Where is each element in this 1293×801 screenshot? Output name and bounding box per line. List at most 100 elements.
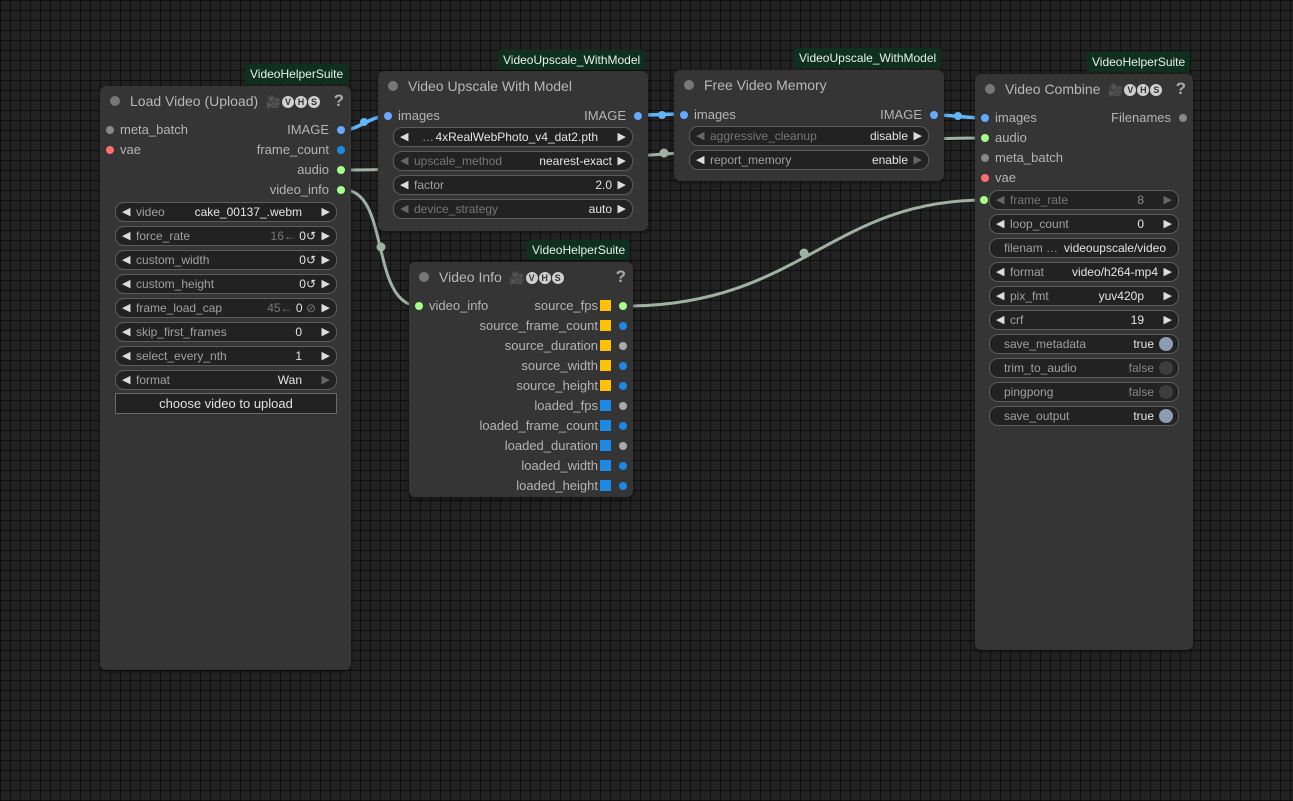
arrow-left-icon[interactable]: ◀ — [996, 314, 1005, 326]
slot-dot-icon[interactable] — [619, 462, 627, 470]
slot-dot-icon[interactable] — [619, 342, 627, 350]
slot-dot-icon[interactable] — [930, 111, 938, 119]
arrow-left-icon[interactable]: ◀ — [696, 154, 705, 166]
slot-dot-icon[interactable] — [619, 442, 627, 450]
reset-icon[interactable]: ↺ — [305, 229, 316, 243]
arrow-left-icon[interactable]: ◀ — [122, 326, 131, 338]
widget-loop-count[interactable]: ◀ loop_count 0 ▶ — [989, 214, 1179, 234]
widget-video[interactable]: ◀ video cake_00137_.webm ▶ — [115, 202, 337, 222]
node-title-bar[interactable]: Free Video Memory — [674, 70, 944, 100]
widget-skip-first-frames[interactable]: ◀ skip_first_frames 0 ▶ — [115, 322, 337, 342]
help-icon[interactable]: ? — [1175, 79, 1186, 98]
input-slot-vae[interactable]: vae frame_count — [100, 140, 351, 160]
arrow-left-icon[interactable]: ◀ — [400, 155, 409, 167]
arrow-right-icon[interactable]: ▶ — [617, 131, 626, 143]
collapse-dot-icon[interactable] — [684, 80, 694, 90]
arrow-left-icon[interactable]: ◀ — [400, 131, 409, 143]
slot-images[interactable]: images IMAGE — [378, 106, 648, 126]
slot-meta-batch[interactable]: meta_batch — [975, 148, 1193, 168]
reset-icon[interactable]: ↺ — [305, 277, 316, 291]
toggle-knob-off[interactable] — [1159, 385, 1173, 399]
slot-images[interactable]: images IMAGE — [674, 105, 944, 125]
slot-dot-icon[interactable] — [981, 134, 989, 142]
node-title-bar[interactable]: Video Upscale With Model — [378, 71, 648, 101]
toggle-pingpong[interactable]: pingpong false — [989, 382, 1179, 402]
slot-loaded-frame-count[interactable]: loaded_frame_count — [409, 416, 633, 436]
toggle-save-output[interactable]: save_output true — [989, 406, 1179, 426]
arrow-left-icon[interactable]: ◀ — [122, 350, 131, 362]
arrow-right-icon[interactable]: ▶ — [1163, 218, 1172, 230]
slot-dot-icon[interactable] — [981, 174, 989, 182]
slot-loaded-fps[interactable]: loaded_fps — [409, 396, 633, 416]
output-slot-video-info[interactable]: video_info — [100, 180, 351, 200]
collapse-dot-icon[interactable] — [419, 272, 429, 282]
slot-dot-icon[interactable] — [619, 322, 627, 330]
arrow-left-icon[interactable]: ◀ — [122, 230, 131, 242]
arrow-right-icon[interactable]: ▶ — [321, 206, 330, 218]
arrow-left-icon[interactable]: ◀ — [696, 130, 705, 142]
arrow-right-icon[interactable]: ▶ — [1163, 266, 1172, 278]
slot-loaded-width[interactable]: loaded_width — [409, 456, 633, 476]
arrow-left-icon[interactable]: ◀ — [996, 290, 1005, 302]
slot-dot-icon[interactable] — [337, 146, 345, 154]
widget-force-rate[interactable]: ◀ force_rate 16← 0↺ ▶ — [115, 226, 337, 246]
slot-dot-icon[interactable] — [619, 402, 627, 410]
toggle-knob-off[interactable] — [1159, 361, 1173, 375]
widget-format[interactable]: ◀ format video/h264-mp4 ▶ — [989, 262, 1179, 282]
slot-source-frame-count[interactable]: source_frame_count — [409, 316, 633, 336]
slot-vae[interactable]: vae — [975, 168, 1193, 188]
slot-dot-icon[interactable] — [415, 302, 423, 310]
slot-dot-icon[interactable] — [337, 186, 345, 194]
arrow-right-icon[interactable]: ▶ — [913, 130, 922, 142]
arrow-right-icon[interactable]: ▶ — [913, 154, 922, 166]
arrow-left-icon[interactable]: ◀ — [122, 302, 131, 314]
slot-loaded-height[interactable]: loaded_height — [409, 476, 633, 496]
arrow-left-icon[interactable]: ◀ — [996, 218, 1005, 230]
slot-dot-icon[interactable] — [384, 112, 392, 120]
input-slot-meta-batch[interactable]: meta_batch IMAGE — [100, 120, 351, 140]
toggle-knob-on[interactable] — [1159, 409, 1173, 423]
collapse-dot-icon[interactable] — [110, 96, 120, 106]
slot-source-duration[interactable]: source_duration — [409, 336, 633, 356]
slot-dot-icon[interactable] — [337, 166, 345, 174]
collapse-dot-icon[interactable] — [985, 84, 995, 94]
widget-filename-prefix[interactable]: filenam … videoupscale/video — [989, 238, 1179, 258]
slot-source-height[interactable]: source_height — [409, 376, 633, 396]
widget-format[interactable]: ◀ format Wan ▶ — [115, 370, 337, 390]
arrow-right-icon[interactable]: ▶ — [617, 155, 626, 167]
slot-source-width[interactable]: source_width — [409, 356, 633, 376]
arrow-right-icon[interactable]: ▶ — [1163, 290, 1172, 302]
widget-report-memory[interactable]: ◀ report_memory enable ▶ — [689, 150, 929, 170]
choose-video-button[interactable]: choose video to upload — [115, 393, 337, 414]
slot-dot-icon[interactable] — [619, 362, 627, 370]
slot-dot-icon[interactable] — [634, 112, 642, 120]
toggle-save-metadata[interactable]: save_metadata true — [989, 334, 1179, 354]
slot-source-fps[interactable]: video_info source_fps — [409, 296, 633, 316]
disable-icon[interactable]: ⊘ — [305, 301, 316, 315]
slot-dot-icon[interactable] — [106, 126, 114, 134]
widget-upscale-method[interactable]: ◀ upscale_method nearest-exact ▶ — [393, 151, 633, 171]
arrow-left-icon[interactable]: ◀ — [122, 254, 131, 266]
arrow-right-icon[interactable]: ▶ — [321, 254, 330, 266]
slot-audio[interactable]: audio — [975, 128, 1193, 148]
slot-dot-icon[interactable] — [619, 302, 627, 310]
slot-dot-icon[interactable] — [106, 146, 114, 154]
toggle-knob-on[interactable] — [1159, 337, 1173, 351]
slot-dot-icon[interactable] — [1179, 114, 1187, 122]
arrow-right-icon[interactable]: ▶ — [321, 326, 330, 338]
widget-custom-width[interactable]: ◀ custom_width 0↺ ▶ — [115, 250, 337, 270]
slot-loaded-duration[interactable]: loaded_duration — [409, 436, 633, 456]
arrow-left-icon[interactable]: ◀ — [400, 179, 409, 191]
arrow-right-icon[interactable]: ▶ — [617, 179, 626, 191]
widget-frame-rate[interactable]: ◀ frame_rate 8 ▶ — [980, 190, 1179, 210]
slot-dot-icon[interactable] — [981, 154, 989, 162]
arrow-left-icon[interactable]: ◀ — [400, 203, 409, 215]
reset-icon[interactable]: ↺ — [305, 253, 316, 267]
slot-dot-icon[interactable] — [680, 111, 688, 119]
arrow-left-icon[interactable]: ◀ — [122, 278, 131, 290]
widget-model-name[interactable]: ◀ … 4xRealWebPhoto_v4_dat2.pth ▶ — [393, 127, 633, 147]
